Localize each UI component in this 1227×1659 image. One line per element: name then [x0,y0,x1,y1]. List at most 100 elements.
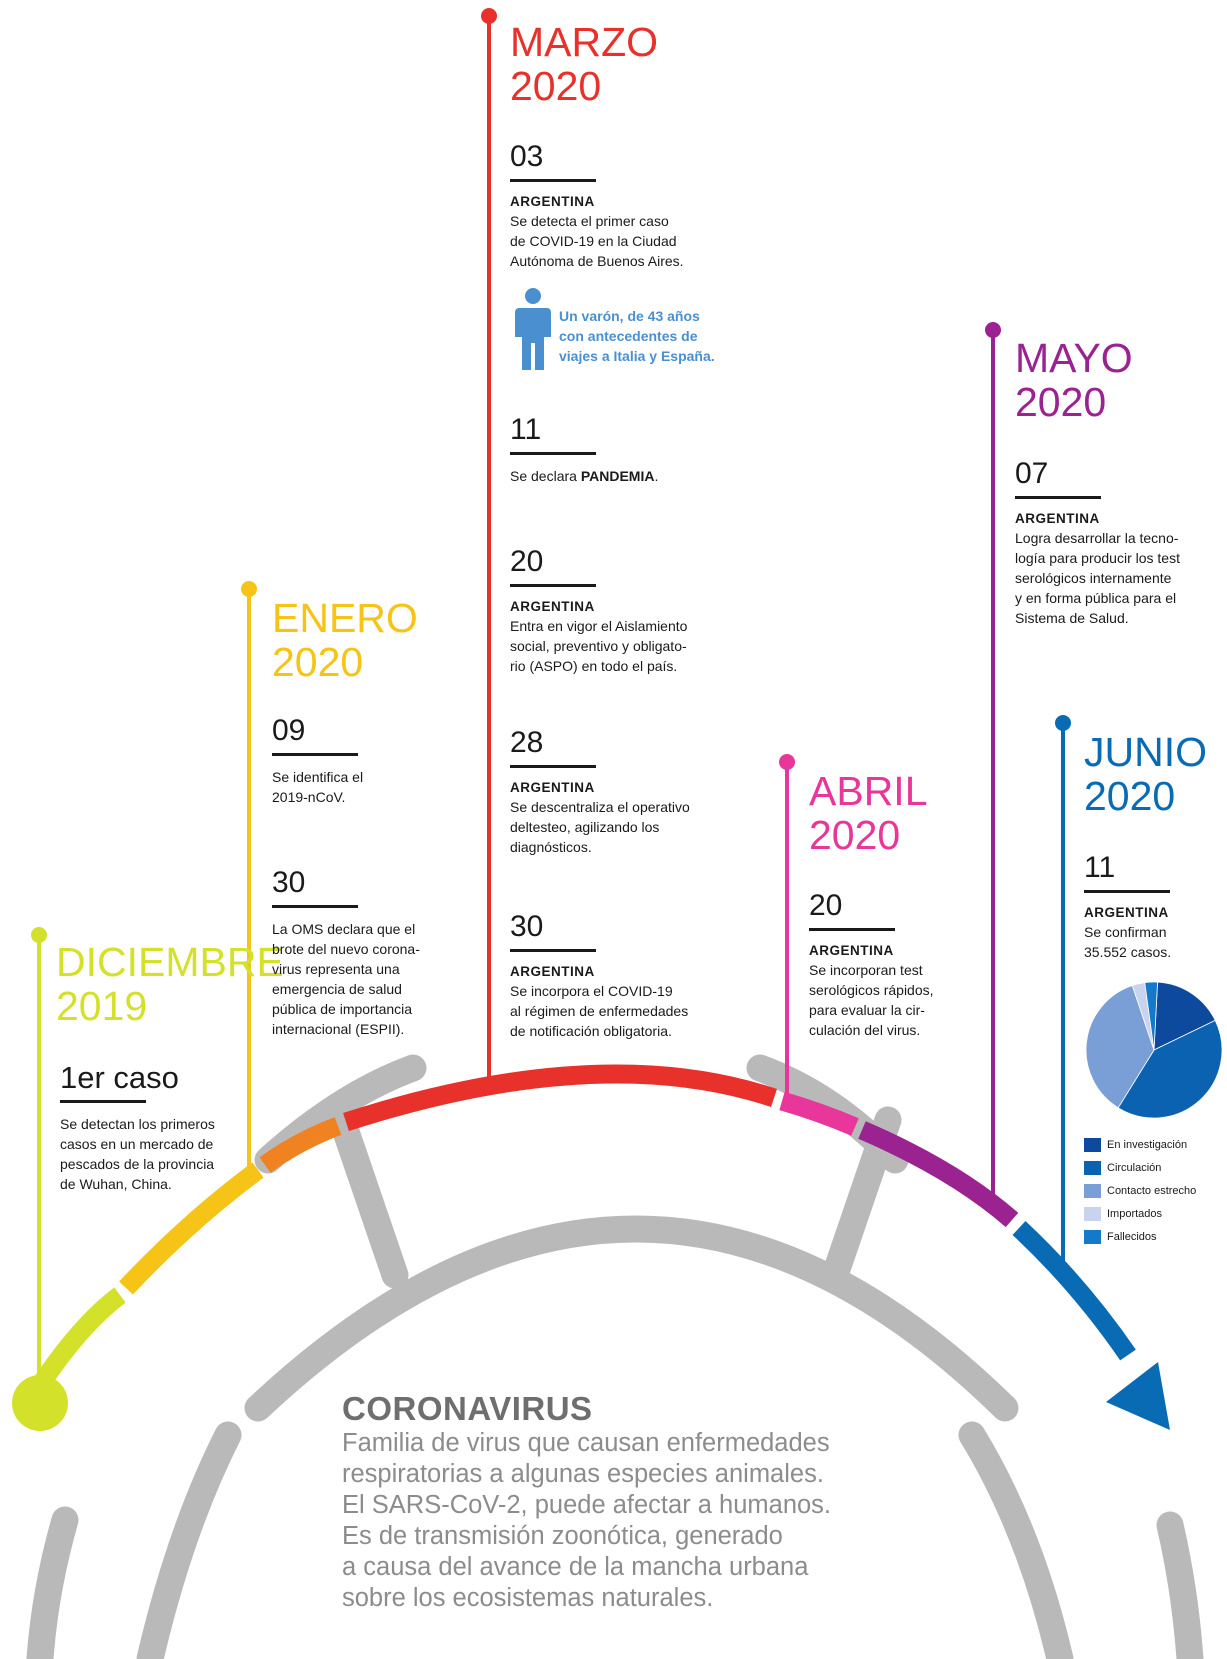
month-year: 2020 [809,812,901,858]
entry-rule [1084,890,1170,893]
virus-spike-far-right [958,1421,1074,1659]
entry-day: 11 [1084,851,1116,884]
coronavirus-block: CORONAVIRUS Familia de virus que causan … [342,1390,902,1614]
entry-desc: Se descentraliza el operativo deltesteo,… [510,799,690,855]
legend-swatch [1084,1137,1101,1152]
month-year: 2020 [1015,379,1107,425]
legend-label: Contacto estrecho [1107,1184,1197,1197]
entry-desc: Se incorpora el COVID-19 al régimen de e… [510,983,689,1039]
entry-day: 09 [272,714,306,747]
month-year: 2020 [510,63,602,109]
entry-marzo-20: 20 ARGENTINA Entra en vigor el Aislamien… [510,546,750,676]
month-year: 2020 [1084,773,1176,819]
entry-day: 1er caso [60,1060,179,1095]
timeline-start-dot [12,1375,68,1431]
entry-enero-09: 09 Se identifica el 2019-nCoV. [272,715,472,807]
legend-item: En investigación [1084,1133,1196,1156]
entry-rule [1015,496,1101,499]
month-year: 2019 [56,983,148,1029]
legend-item: Circulación [1084,1156,1196,1179]
month-name: JUNIO [1084,729,1207,775]
cases-pie-chart [1085,981,1223,1119]
entry-day: 11 [510,413,542,446]
arc-marzo [343,1064,778,1132]
entry-rule [272,905,358,908]
entry-rule [510,179,596,182]
entry-rule [510,765,596,768]
timeline-arrowhead [1106,1362,1170,1430]
entry-desc: Se confirman 35.552 casos. [1084,924,1172,960]
pie-slice-circulaci-n [1117,1019,1223,1119]
legend-swatch [1084,1183,1101,1198]
entry-rule [272,753,358,756]
pie-legend: En investigación Circulación Contacto es… [1084,1133,1196,1248]
desc-text: Se declara [510,468,581,484]
legend-label: Importados [1107,1207,1163,1220]
entry-marzo-11: 11 Se declara PANDEMIA. [510,414,750,486]
entry-country: ARGENTINA [510,194,595,209]
legend-swatch [1084,1229,1101,1244]
month-name: DICIEMBRE [56,939,284,985]
timeline-arc [31,1064,1136,1393]
entry-desc: Se declara PANDEMIA. [510,466,750,486]
entry-marzo-28: 28 ARGENTINA Se descentraliza el operati… [510,727,750,857]
legend-swatch [1084,1206,1101,1221]
desc-text: . [654,468,659,484]
arc-abril [779,1091,859,1136]
arc-febrero [259,1117,342,1173]
entry-rule [510,949,596,952]
arc-diciembre [31,1287,126,1393]
entry-country: ARGENTINA [1084,905,1169,920]
entry-desc: La OMS declara que el brote del nuevo co… [272,921,420,1037]
entry-desc: Se detecta el primer caso de COVID-19 en… [510,213,684,269]
entry-day: 20 [809,889,843,922]
entry-mayo-07: 07 ARGENTINA Logra desarrollar la tecno-… [1015,458,1220,628]
entry-country: ARGENTINA [809,943,894,958]
pie-slice-fallecidos [1144,981,1158,1051]
legend-label: Circulación [1107,1161,1162,1174]
entry-country: ARGENTINA [510,780,595,795]
legend-item: Contacto estrecho [1084,1179,1196,1202]
coronavirus-title: CORONAVIRUS [342,1390,593,1427]
arc-junio [1012,1221,1136,1361]
person-note: Un varón, de 43 años con antecedentes de… [559,308,715,364]
pie-slice-en-investigaci-n [1153,981,1216,1051]
virus-membrane [244,1215,1019,1422]
entry-desc: Entra en vigor el Aislamiento social, pr… [510,618,688,674]
month-name: MAYO [1015,335,1133,381]
month-name: ABRIL [809,768,928,814]
entry-marzo-03: 03 ARGENTINA Se detecta el primer caso d… [510,141,750,271]
entry-rule [809,928,895,931]
legend-label: Fallecidos [1107,1230,1157,1243]
pie-slice-contacto-estrecho [1085,985,1155,1109]
month-name: MARZO [510,19,659,65]
person-icon [515,288,551,375]
entry-rule [510,452,596,455]
entry-country: ARGENTINA [510,964,595,979]
entry-desc: Se incorporan test serológicos rápidos, … [809,962,934,1038]
legend-item: Importados [1084,1202,1196,1225]
month-lines [31,8,1071,1387]
entry-enero-30: 30 La OMS declara que el brote del nuevo… [272,867,472,1039]
legend-label: En investigación [1107,1138,1188,1151]
arc-mayo [858,1121,1019,1228]
entry-desc: Se identifica el 2019-nCoV. [272,769,364,805]
entry-rule [60,1100,146,1103]
entry-rule [510,584,596,587]
entry-day: 20 [510,545,544,578]
entry-day: 07 [1015,457,1049,490]
entry-diciembre-1er-caso: 1er caso Se detectan los primeros casos … [60,1062,250,1194]
entry-day: 03 [510,140,544,173]
legend-swatch [1084,1160,1101,1175]
entry-country: ARGENTINA [510,599,595,614]
entry-marzo-30: 30 ARGENTINA Se incorpora el COVID-19 al… [510,911,750,1041]
entry-day: 30 [510,910,544,943]
